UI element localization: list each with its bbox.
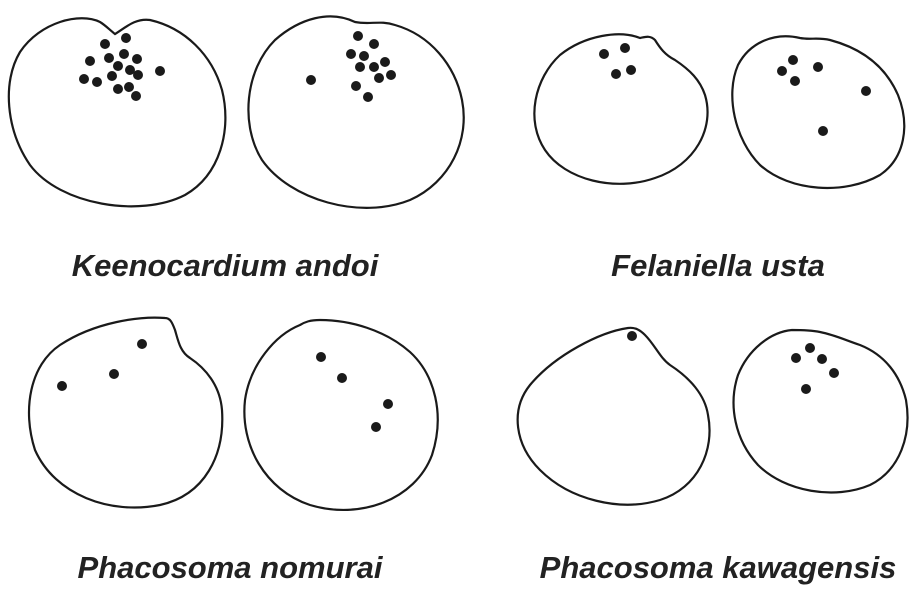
dot bbox=[374, 73, 384, 83]
dot bbox=[92, 77, 102, 87]
dot bbox=[626, 65, 636, 75]
dot bbox=[801, 384, 811, 394]
valve-left bbox=[9, 18, 226, 206]
dot-cluster bbox=[57, 339, 147, 391]
dot bbox=[627, 331, 637, 341]
dot bbox=[788, 55, 798, 65]
dot bbox=[155, 66, 165, 76]
shell-outline bbox=[244, 320, 437, 510]
dot bbox=[599, 49, 609, 59]
dot-cluster bbox=[306, 31, 396, 102]
dot bbox=[790, 76, 800, 86]
dot bbox=[57, 381, 67, 391]
dot bbox=[777, 66, 787, 76]
dot bbox=[371, 422, 381, 432]
valve-left bbox=[29, 318, 222, 508]
dot bbox=[861, 86, 871, 96]
dot bbox=[133, 70, 143, 80]
dot bbox=[813, 62, 823, 72]
dot bbox=[369, 39, 379, 49]
dot bbox=[79, 74, 89, 84]
dot bbox=[353, 31, 363, 41]
shell-outline bbox=[518, 328, 710, 505]
valve-right bbox=[248, 16, 463, 207]
shell-outline bbox=[732, 36, 904, 188]
shell-outline bbox=[9, 18, 226, 206]
dot bbox=[355, 62, 365, 72]
panel-felaniella-usta bbox=[534, 34, 904, 188]
dot bbox=[791, 353, 801, 363]
dot bbox=[805, 343, 815, 353]
shell-outline bbox=[248, 16, 463, 207]
dot bbox=[137, 339, 147, 349]
dot bbox=[351, 81, 361, 91]
dot bbox=[817, 354, 827, 364]
dot bbox=[104, 53, 114, 63]
dot-cluster bbox=[627, 331, 637, 341]
species-label-phacosoma-kawagensis: Phacosoma kawagensis bbox=[540, 552, 897, 583]
dot-cluster bbox=[791, 343, 839, 394]
dot bbox=[131, 91, 141, 101]
dot-cluster bbox=[79, 33, 165, 101]
dot bbox=[337, 373, 347, 383]
dot bbox=[113, 84, 123, 94]
dot-cluster bbox=[777, 55, 871, 136]
dot bbox=[359, 51, 369, 61]
dot bbox=[109, 369, 119, 379]
panel-keenocardium-andoi bbox=[9, 16, 464, 207]
dot bbox=[124, 82, 134, 92]
dot-cluster bbox=[316, 352, 393, 432]
valve-left bbox=[534, 34, 707, 183]
dot bbox=[369, 62, 379, 72]
dot bbox=[383, 399, 393, 409]
dot bbox=[363, 92, 373, 102]
dot-cluster bbox=[599, 43, 636, 79]
valve-right bbox=[732, 36, 904, 188]
valve-right bbox=[244, 320, 437, 510]
dot bbox=[818, 126, 828, 136]
species-label-felaniella-usta: Felaniella usta bbox=[611, 250, 825, 281]
dot bbox=[386, 70, 396, 80]
dot bbox=[346, 49, 356, 59]
species-label-phacosoma-nomurai: Phacosoma nomurai bbox=[78, 552, 383, 583]
dot bbox=[306, 75, 316, 85]
panel-phacosoma-nomurai bbox=[29, 318, 438, 510]
valve-right bbox=[734, 330, 908, 492]
dot bbox=[829, 368, 839, 378]
dot bbox=[380, 57, 390, 67]
dot bbox=[85, 56, 95, 66]
dot bbox=[119, 49, 129, 59]
shell-outline bbox=[534, 34, 707, 183]
species-label-keenocardium-andoi: Keenocardium andoi bbox=[72, 250, 379, 281]
dot bbox=[316, 352, 326, 362]
valve-left bbox=[518, 328, 710, 505]
shell-outline bbox=[29, 318, 222, 508]
panel-phacosoma-kawagensis bbox=[518, 328, 908, 505]
dot bbox=[132, 54, 142, 64]
dot bbox=[620, 43, 630, 53]
dot bbox=[113, 61, 123, 71]
dot bbox=[121, 33, 131, 43]
dot bbox=[100, 39, 110, 49]
dot bbox=[107, 71, 117, 81]
dot bbox=[611, 69, 621, 79]
